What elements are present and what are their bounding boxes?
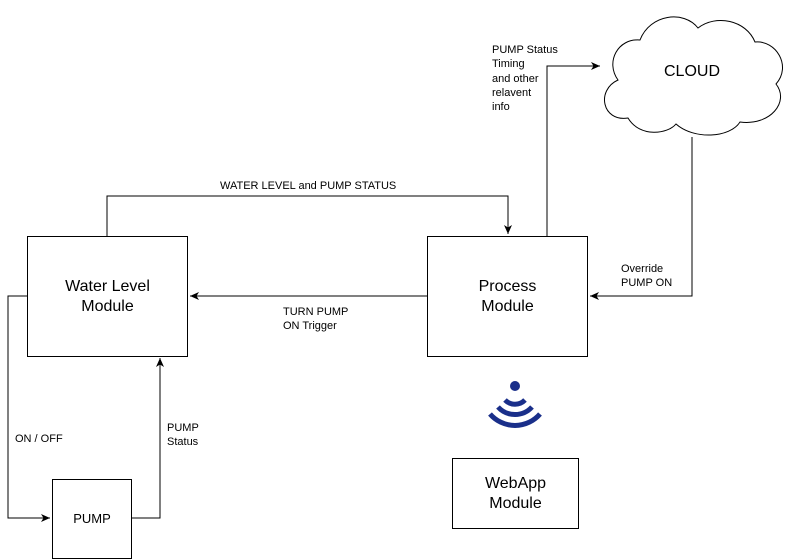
water-level-module-label: Water Level Module xyxy=(65,277,150,315)
edge-label-cloud-to-process: Override PUMP ON xyxy=(621,263,673,290)
pump-label: PUMP xyxy=(73,510,111,526)
edge-label-process-to-water: TURN PUMP ON Trigger xyxy=(283,306,349,333)
wireless-signal-icon xyxy=(488,381,542,428)
cloud-label: CLOUD xyxy=(663,63,720,80)
process-module-label: Process Module xyxy=(478,277,537,315)
edge-pump-to-water xyxy=(132,358,164,519)
edge-process-to-cloud xyxy=(546,62,600,236)
edge-label-water-to-pump: ON / OFF xyxy=(15,433,63,445)
edge-label-process-to-cloud: PUMP Status Timing and other relavent in… xyxy=(492,44,558,114)
edge-water-to-pump xyxy=(7,295,50,522)
webapp-module-node: WebApp Module xyxy=(452,458,579,529)
edge-cloud-to-process xyxy=(590,137,693,300)
edge-label-pump-to-water: PUMP Status xyxy=(167,422,199,449)
webapp-module-label: WebApp Module xyxy=(484,474,547,512)
pump-node: PUMP xyxy=(52,479,132,559)
edge-label-water-to-process: WATER LEVEL and PUMP STATUS xyxy=(220,180,397,192)
cloud-shape xyxy=(604,16,783,136)
water-level-module-node: Water Level Module xyxy=(27,236,188,357)
edge-water-to-process xyxy=(106,195,512,236)
process-module-node: Process Module xyxy=(427,236,588,357)
